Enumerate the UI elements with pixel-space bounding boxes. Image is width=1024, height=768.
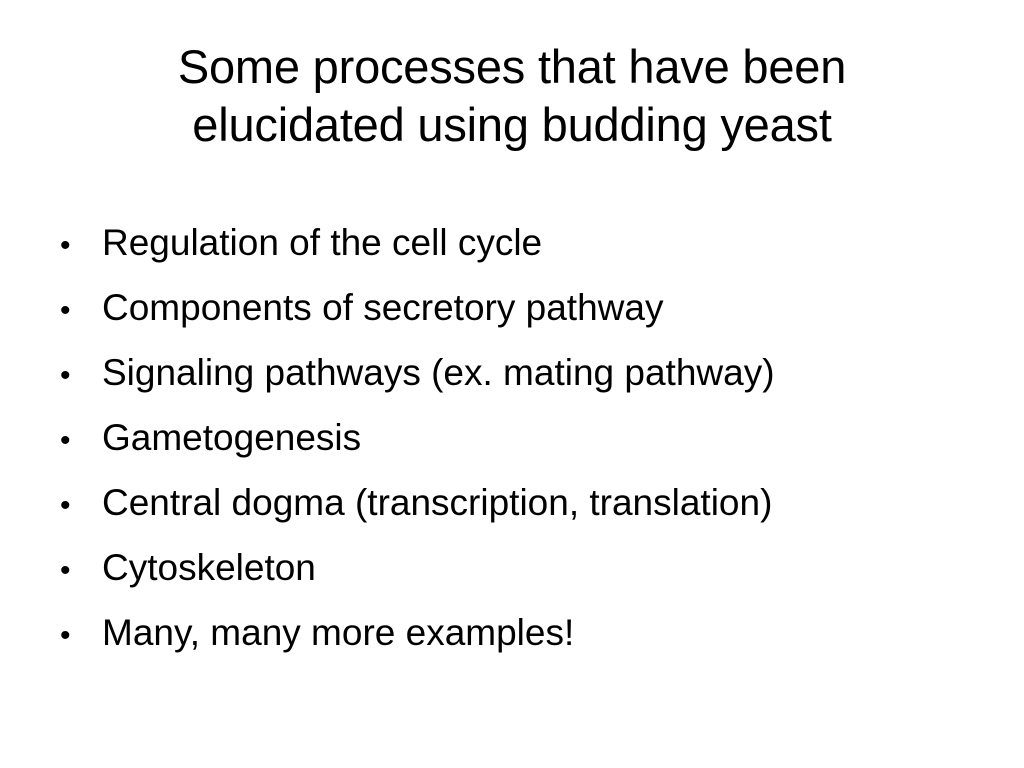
bullet-item-cytoskeleton: • Cytoskeleton [58, 535, 988, 600]
slide-title-line-1: Some processes that have been [177, 40, 847, 93]
bullet-text: Many, many more examples! [102, 612, 575, 653]
slide-title-line-2: elucidated using budding yeast [192, 98, 832, 151]
bullet-text: Components of secretory pathway [102, 287, 664, 328]
bullet-item-gametogenesis: • Gametogenesis [58, 405, 988, 470]
bullet-item-signaling-pathways: • Signaling pathways (ex. mating pathway… [58, 340, 988, 405]
bullet-dot-icon: • [60, 294, 71, 327]
bullet-list: • Regulation of the cell cycle • Compone… [58, 210, 988, 665]
bullet-dot-icon: • [60, 424, 71, 457]
bullet-dot-icon: • [60, 554, 71, 587]
bullet-dot-icon: • [60, 619, 71, 652]
bullet-dot-icon: • [60, 229, 71, 262]
bullet-text: Signaling pathways (ex. mating pathway) [102, 352, 775, 393]
bullet-item-more-examples: • Many, many more examples! [58, 600, 988, 665]
slide-title: Some processes that have been elucidated… [40, 38, 984, 154]
bullet-item-central-dogma: • Central dogma (transcription, translat… [58, 470, 988, 535]
bullet-text: Central dogma (transcription, translatio… [102, 482, 773, 523]
bullet-dot-icon: • [60, 359, 71, 392]
bullet-dot-icon: • [60, 489, 71, 522]
bullet-text: Cytoskeleton [102, 547, 316, 588]
bullet-item-cell-cycle: • Regulation of the cell cycle [58, 210, 988, 275]
bullet-text: Regulation of the cell cycle [102, 222, 543, 263]
bullet-item-secretory-pathway: • Components of secretory pathway [58, 275, 988, 340]
bullet-text: Gametogenesis [102, 417, 362, 458]
